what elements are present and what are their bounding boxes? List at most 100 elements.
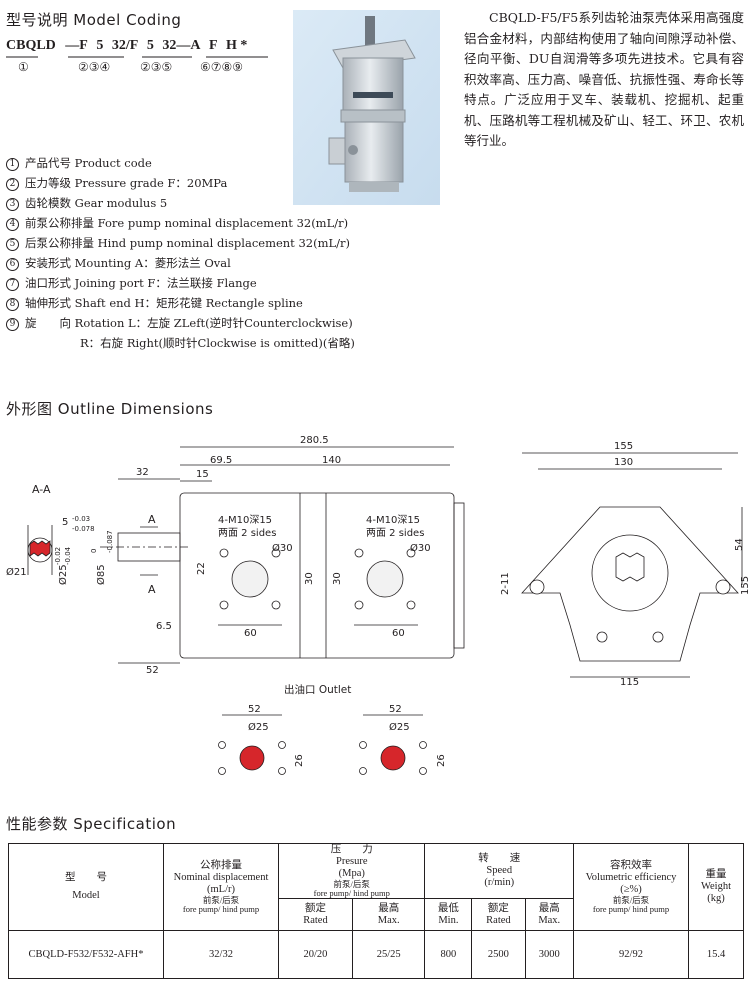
cell-rated-speed: 2500 — [471, 930, 526, 979]
dim-69-5: 69.5 — [210, 455, 232, 466]
dim-15: 15 — [196, 469, 209, 480]
pilot-circle — [591, 534, 669, 612]
dim-phi25: Ø25 — [57, 564, 69, 585]
section-mark: A — [148, 513, 156, 526]
legend-number: 3 — [6, 197, 19, 211]
model-coding-title: 型号说明 Model Coding — [6, 11, 182, 29]
legend-text: 轴伸形式 Shaft end H：矩形花键 Rectangle spline — [25, 296, 303, 310]
header-pressure: 压 力 Presure (Mpa) 前泵/后泵 fore pump/ hind … — [277, 843, 426, 899]
sides-label-rear: 两面 2 sides — [366, 528, 424, 539]
dim-30-front: 30 — [304, 572, 315, 585]
outlet-rear — [359, 714, 427, 775]
dim-phi85: Ø85 — [95, 564, 107, 585]
cell-efficiency: 92/92 — [573, 930, 689, 979]
legend-number: 4 — [6, 217, 19, 231]
dim-phi30-front: Ø30 — [272, 542, 293, 554]
code-part: —F — [65, 38, 88, 53]
legend-item: R：右旋 Right(顺时针Clockwise is omitted)(省略) — [80, 335, 355, 351]
sides-label-front: 两面 2 sides — [218, 528, 276, 539]
dim-phi21: Ø21 — [6, 566, 27, 578]
dim-52: 52 — [146, 665, 159, 676]
legend-text: 齿轮模数 Gear modulus 5 — [25, 196, 168, 210]
outline-title: 外形图 Outline Dimensions — [6, 400, 214, 418]
spec-title: 性能参数 Specification — [6, 815, 177, 833]
dim-height-155: 155 — [740, 576, 750, 595]
dim-30-rear: 30 — [332, 572, 343, 585]
header-efficiency: 容积效率 Volumetric efficiency (≥%) 前泵/后泵 fo… — [573, 843, 689, 931]
dim-total-length: 280.5 — [300, 435, 329, 446]
code-underline — [6, 56, 268, 58]
header-model: 型 号 Model — [8, 843, 164, 931]
legend-item: 2 压力等级 Pressure grade F：20MPa — [6, 175, 227, 191]
legend-text: 压力等级 Pressure grade F：20MPa — [25, 176, 228, 190]
table-row: CBQLD-F532/F532-AFH* 32/32 20/20 25/25 8… — [8, 930, 744, 979]
model-code: CBQLD —F 5 32/F 5 32—A F H * — [6, 38, 247, 54]
cell-displacement: 32/32 — [163, 930, 279, 979]
dim-outlet-phi25-rear: Ø25 — [389, 721, 410, 733]
pump-photo — [293, 10, 440, 205]
dim-outlet-phi25-front: Ø25 — [248, 721, 269, 733]
header-displacement: 公称排量 Nominal displacement (mL/r) 前泵/后泵 f… — [163, 843, 279, 931]
thread-label-front: 4-M10深15 — [218, 514, 272, 526]
code-part: CBQLD — [6, 38, 56, 53]
section-mark: A — [148, 583, 156, 596]
dim-phi85-tol-up: 0 — [90, 549, 98, 553]
section-label: A-A — [32, 483, 51, 496]
dim-bottom-115: 115 — [620, 677, 639, 688]
code-part: 32—A — [162, 38, 201, 53]
legend-number: 2 — [6, 177, 19, 191]
code-number: ① — [18, 60, 29, 74]
outline-drawing: A-A Ø21 5 -0.03 -0.078 Ø25 -0.02 -0.04 A… — [6, 435, 750, 775]
dim-outlet-26-rear: 26 — [436, 754, 447, 767]
code-number: ②③⑤ — [140, 60, 173, 74]
header-weight: 重量 Weight (kg) — [688, 843, 744, 931]
outlet-front — [218, 714, 286, 775]
dim-key5-tol-up: -0.03 — [72, 515, 90, 523]
code-part: 5 — [146, 38, 154, 53]
dim-phi25-tol-dn: -0.04 — [64, 546, 72, 565]
legend-number: 6 — [6, 257, 19, 271]
dim-outlet-26-front: 26 — [294, 754, 305, 767]
code-number: ⑥⑦⑧⑨ — [200, 60, 244, 74]
thread-label-rear: 4-M10深15 — [366, 514, 420, 526]
code-part: F — [208, 38, 218, 53]
spec-table: 型 号 Model 公称排量 Nominal displacement (mL/… — [8, 843, 744, 979]
cell-model: CBQLD-F532/F532-AFH* — [8, 930, 164, 979]
cell-min-speed: 800 — [424, 930, 473, 979]
dim-phi25-tol-up: -0.02 — [54, 547, 62, 565]
spline-front — [615, 552, 645, 582]
port-rear — [366, 560, 404, 598]
dim-height-54: 54 — [734, 538, 745, 551]
dim-key5-tol-dn: -0.078 — [72, 525, 95, 533]
legend-item: 6 安装形式 Mounting A：菱形法兰 Oval — [6, 255, 231, 271]
dim-phi30-rear: Ø30 — [410, 542, 431, 554]
dim-140: 140 — [322, 455, 341, 466]
cell-max-speed: 3000 — [524, 930, 575, 979]
legend-text: R：右旋 Right(顺时针Clockwise is omitted)(省略) — [80, 336, 355, 350]
cell-max-pressure: 25/25 — [351, 930, 426, 979]
cell-weight: 15.4 — [688, 930, 744, 979]
product-description: CBQLD-F5/F5系列齿轮油泵壳体采用高强度铝合金材料，内部结构使用了轴向间… — [464, 10, 744, 148]
outlet-label: 出油口 Outlet — [284, 683, 351, 696]
dim-outlet-52-rear: 52 — [389, 704, 402, 715]
legend-text: 安装形式 Mounting A：菱形法兰 Oval — [25, 256, 231, 270]
dim-outlet-52-front: 52 — [248, 704, 261, 715]
code-part: * — [240, 38, 248, 53]
dim-phi85-tol-dn: -0.087 — [106, 530, 114, 553]
dim-60-rear: 60 — [392, 628, 405, 639]
legend-item: 3 齿轮模数 Gear modulus 5 — [6, 195, 167, 211]
legend-text: 产品代号 Product code — [25, 156, 152, 170]
spline-section — [29, 540, 51, 557]
dim-6-5: 6.5 — [156, 621, 172, 632]
